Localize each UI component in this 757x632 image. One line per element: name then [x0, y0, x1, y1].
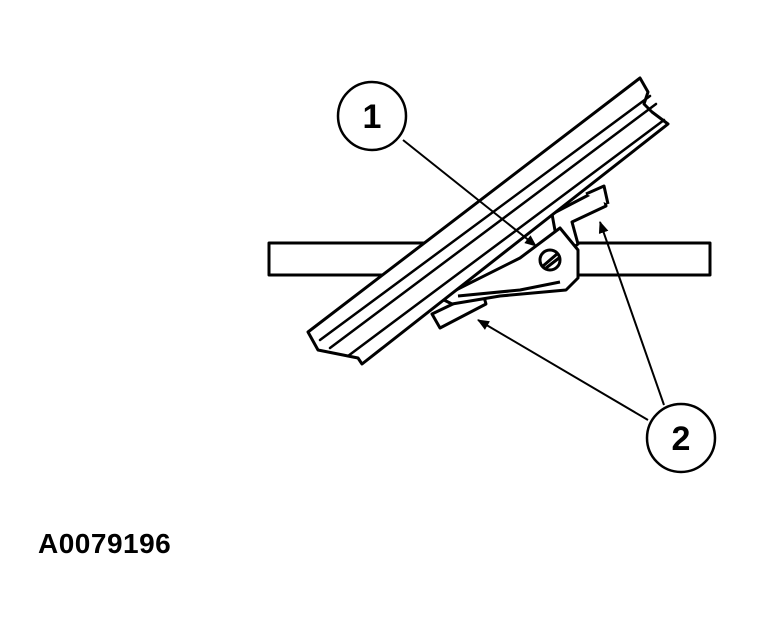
- screw: [538, 248, 562, 272]
- diagonal-rail: [306, 76, 670, 366]
- figure-reference-code: A0079196: [38, 528, 172, 559]
- callout-2-label: 2: [672, 420, 691, 458]
- callout-1: 1: [336, 80, 408, 152]
- callout-2: 2: [645, 402, 717, 474]
- leader-arrow-2-upper: [598, 221, 665, 406]
- mounting-bracket: [438, 226, 580, 306]
- leader-arrows: [402, 139, 665, 421]
- leader-arrow-2-lower: [477, 319, 649, 421]
- callout-1-label: 1: [363, 98, 382, 136]
- leader-arrow-1: [402, 139, 537, 247]
